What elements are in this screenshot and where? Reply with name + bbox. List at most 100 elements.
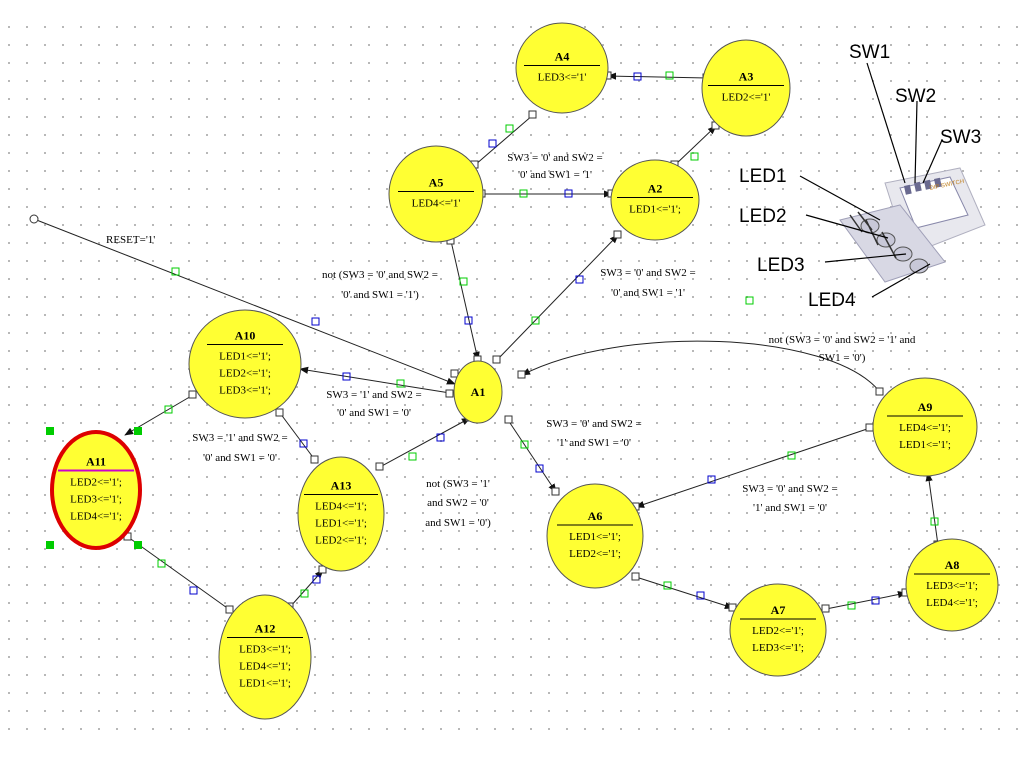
state-name: A13 — [331, 479, 352, 493]
state-ellipse[interactable] — [872, 377, 978, 477]
port — [445, 389, 454, 398]
state-ellipse[interactable] — [905, 538, 999, 632]
transition-a9-a1[interactable] — [521, 340, 881, 393]
handle[interactable] — [299, 439, 308, 448]
state-ellipse[interactable] — [729, 583, 827, 677]
handle[interactable] — [157, 559, 166, 568]
selection-handle[interactable] — [46, 427, 54, 435]
transition-a9-a6[interactable] — [635, 427, 871, 508]
transition-a10-a13[interactable] — [279, 412, 316, 461]
state-name: A11 — [86, 455, 106, 469]
handle[interactable] — [342, 372, 351, 381]
transition-a8-a9[interactable] — [925, 472, 939, 546]
reset-origin[interactable] — [29, 214, 39, 224]
handle[interactable] — [189, 586, 198, 595]
handle[interactable] — [311, 317, 320, 326]
state-action: LED3<='1'; — [70, 494, 122, 506]
state-name: A1 — [471, 385, 486, 399]
handle[interactable] — [663, 581, 672, 590]
handle[interactable] — [459, 277, 468, 286]
handle[interactable] — [564, 189, 573, 198]
state-action: LED4<='1'; — [926, 597, 978, 609]
port — [551, 487, 560, 496]
port — [492, 355, 501, 364]
transition-a11-a12[interactable] — [127, 536, 231, 611]
selection-handle[interactable] — [134, 541, 142, 549]
state-ellipse[interactable] — [701, 39, 791, 137]
label-led2: LED2 — [739, 206, 787, 227]
state-ellipse[interactable] — [50, 430, 142, 550]
transition-a3-a4[interactable] — [607, 72, 708, 80]
transition-a1-a6[interactable] — [507, 419, 557, 493]
selection-handle[interactable] — [134, 427, 142, 435]
transition-a6-a7[interactable] — [635, 576, 734, 609]
handle[interactable] — [436, 433, 445, 442]
transition-a1-a10[interactable] — [299, 366, 451, 394]
handle[interactable] — [164, 405, 173, 414]
handle[interactable] — [300, 589, 309, 598]
handle[interactable] — [690, 152, 699, 161]
state-action: LED4<='1' — [412, 198, 461, 210]
handle[interactable] — [531, 316, 540, 325]
handle[interactable] — [396, 379, 405, 388]
state-ellipse[interactable] — [218, 594, 312, 720]
handle[interactable] — [871, 596, 880, 605]
state-ellipse[interactable] — [297, 456, 385, 572]
handle[interactable] — [745, 296, 754, 305]
transition-a2-a3[interactable] — [674, 125, 717, 166]
state-ellipse[interactable] — [388, 145, 484, 243]
state-ellipse[interactable] — [515, 22, 609, 114]
transition-a4-a5[interactable] — [474, 114, 534, 166]
port — [188, 390, 197, 399]
handle[interactable] — [312, 575, 321, 584]
handle[interactable] — [505, 124, 514, 133]
handle[interactable] — [847, 601, 856, 610]
transition-a13-a1[interactable] — [379, 417, 471, 468]
device-switch-slot — [934, 177, 942, 188]
handle[interactable] — [707, 475, 716, 484]
state-ellipse[interactable] — [546, 483, 644, 589]
handle[interactable] — [575, 275, 584, 284]
transition-a5-a1[interactable] — [450, 240, 480, 361]
handle[interactable] — [488, 139, 497, 148]
state-action: LED1<='1'; — [899, 439, 951, 451]
handle[interactable] — [930, 517, 939, 526]
handle[interactable] — [696, 591, 705, 600]
handle[interactable] — [464, 316, 473, 325]
transition-a1-a2[interactable] — [496, 234, 619, 361]
handle[interactable] — [519, 189, 528, 198]
port — [275, 408, 284, 417]
handle[interactable] — [535, 464, 544, 473]
transition-a7-a8[interactable] — [825, 591, 907, 610]
handle[interactable] — [787, 451, 796, 460]
label-sw2: SW2 — [895, 86, 936, 107]
handle[interactable] — [520, 440, 529, 449]
handle[interactable] — [171, 267, 180, 276]
selection-handle[interactable] — [46, 541, 54, 549]
state-ellipse[interactable] — [453, 360, 503, 424]
state-name: A8 — [945, 558, 960, 572]
state-action: LED1<='1'; — [569, 531, 621, 543]
label-sw1: SW1 — [849, 42, 890, 63]
state-ellipse[interactable] — [610, 159, 700, 241]
handle[interactable] — [633, 72, 642, 81]
handle[interactable] — [408, 452, 417, 461]
state-action: LED1<='1'; — [629, 204, 681, 216]
state-ellipse[interactable] — [188, 309, 302, 419]
port — [821, 604, 830, 613]
state-a1[interactable]: A1 — [453, 360, 503, 424]
handle[interactable] — [665, 71, 674, 80]
transition-reset[interactable] — [33, 218, 456, 385]
